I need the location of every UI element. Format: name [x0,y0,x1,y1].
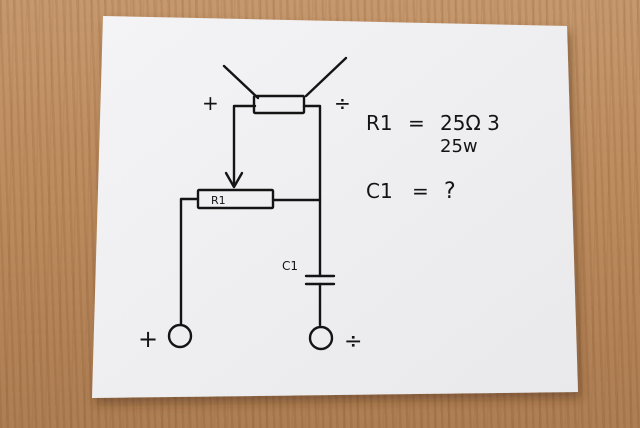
input-terminal-minus [308,325,334,351]
speaker-wiring [224,104,322,278]
c1-component-label: C1 [282,259,298,273]
speaker-minus-label: ÷ [334,91,351,115]
speaker-symbol [222,56,348,115]
input-plus-label: + [138,325,158,353]
input-terminal-plus [167,323,193,349]
capacitor-c1 [304,274,336,327]
note-r1-value: 25Ω 3 [440,111,500,135]
note-r1-name: R1 [366,111,393,135]
note-r1-power: 25w [440,136,478,157]
note-c1-name: C1 [366,179,393,203]
note-c1-equals: = [412,179,429,203]
paper-sheet [92,16,578,398]
r1-component-label: R1 [211,194,226,207]
input-minus-label: ÷ [344,329,362,354]
speaker-plus-label: + [202,91,219,115]
r1-wiring [179,197,322,326]
note-c1-value: ? [444,179,456,204]
note-r1-equals: = [408,111,425,135]
